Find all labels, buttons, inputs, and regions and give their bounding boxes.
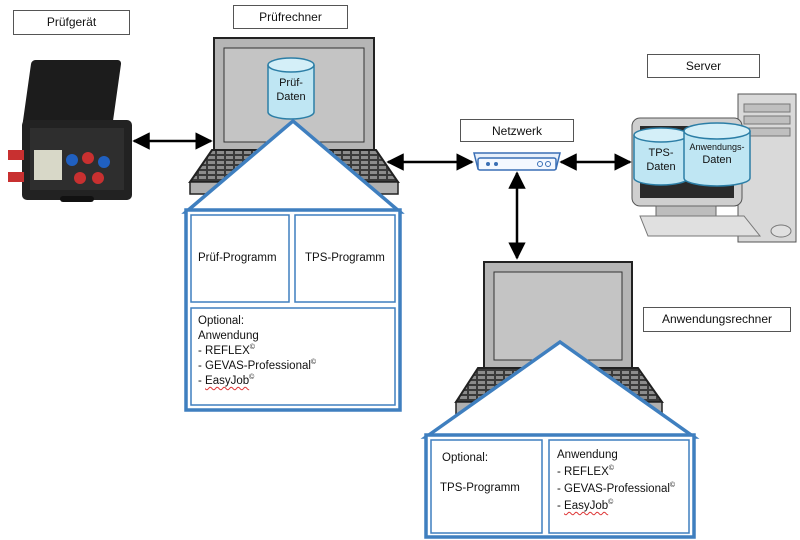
anwendungs-daten-database — [683, 122, 751, 187]
tps-daten-database — [633, 127, 689, 186]
list-item: - EasyJob© — [557, 499, 614, 512]
list-item: - EasyJob© — [198, 374, 255, 387]
label-netzwerk: Netzwerk — [460, 119, 574, 142]
list-item: - REFLEX© — [198, 344, 255, 357]
tps-daten-text: TPS- Daten — [646, 147, 676, 173]
list-item: - REFLEX© — [557, 465, 614, 478]
label-server: Server — [647, 54, 760, 78]
anwendungsrechner-house — [420, 339, 700, 539]
anwendung-title: Anwendung — [557, 449, 618, 461]
list-item: - GEVAS-Professional© — [198, 359, 317, 372]
pruefrechner-optional-list: Optional: Anwendung - REFLEX© - GEVAS-Pr… — [198, 314, 316, 389]
anwendungsrechner-tps-programm-label: TPS-Programm — [440, 482, 520, 494]
anwendung-title: Anwendung — [198, 330, 259, 342]
label-anwendungsrechner: Anwendungsrechner — [643, 307, 791, 332]
anwendungsrechner-optional-label: Optional: — [442, 452, 489, 464]
tps-programm-label: TPS-Programm — [305, 252, 385, 264]
label-pruefgeraet: Prüfgerät — [13, 10, 130, 35]
pruef-daten-database — [267, 57, 315, 120]
pruef-daten-text: Prüf- Daten — [276, 77, 306, 103]
network-switch-icon — [473, 152, 561, 171]
pruef-programm-label: Prüf-Programm — [198, 252, 277, 264]
test-device-image — [8, 60, 132, 202]
list-item: - GEVAS-Professional© — [557, 482, 676, 495]
anwendungsrechner-anwendung-list: Anwendung - REFLEX© - GEVAS-Professional… — [557, 447, 675, 515]
optional-title: Optional: — [198, 315, 245, 327]
connection-arrows — [132, 132, 632, 260]
pruefrechner-house — [181, 118, 405, 412]
anwendungs-daten-text: Anwendungs- Daten — [689, 142, 745, 166]
label-pruefrechner: Prüfrechner — [233, 5, 348, 29]
